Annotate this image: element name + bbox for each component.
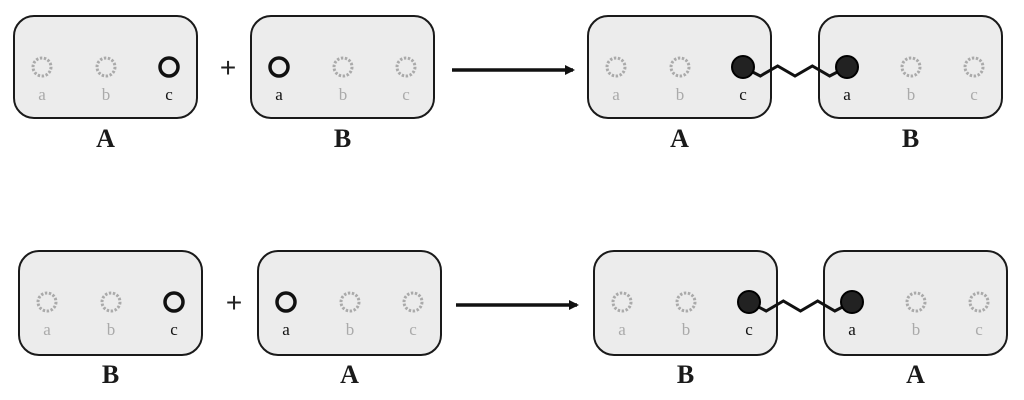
product-left-site-b-letter: b [682, 320, 691, 339]
product-right-site-b-letter: b [907, 85, 916, 104]
product-right-site-a-letter: a [848, 320, 856, 339]
reactant-right-site-a-active [268, 56, 290, 78]
reactant-left-site-a-letter: a [38, 85, 46, 104]
reactant-left-site-a-letter: a [43, 320, 51, 339]
reaction-row-2: Ba b c + Aa b cB Aa b c a b c [18, 250, 1008, 389]
reactant-right-site-b-letter: b [339, 85, 348, 104]
product-right-site-c-letter: c [970, 85, 978, 104]
reactant-right-site-b-inactive [332, 56, 354, 78]
reactant-right-box [250, 15, 435, 119]
product-right-site-c-inactive [963, 56, 985, 78]
reactant-left-label: A [96, 124, 115, 153]
product-right-box [818, 15, 1003, 119]
product-right-site-b-inactive [900, 56, 922, 78]
product-left-label: A [670, 124, 689, 153]
product-right-site-a-bonded [840, 290, 864, 314]
product-left-site-c-letter: c [745, 320, 753, 339]
product-left-site-a-letter: a [612, 85, 620, 104]
product-left-site-b-inactive [675, 291, 697, 313]
product-right-site-b-letter: b [912, 320, 921, 339]
reactant-left-site-c-letter: c [170, 320, 178, 339]
product-left-box [587, 15, 772, 119]
reactant-right-site-c-letter: c [402, 85, 410, 104]
bond-zigzag [742, 64, 848, 78]
product-right-site-a-letter: a [843, 85, 851, 104]
product-left-site-c-bonded [737, 290, 761, 314]
product-right-site-a-bonded [835, 55, 859, 79]
reactant-left-site-c-letter: c [165, 85, 173, 104]
product-left-site-a-inactive [605, 56, 627, 78]
product-right-site-b-inactive [905, 291, 927, 313]
reactant-right-site-b-letter: b [346, 320, 355, 339]
product-right-label: A [906, 360, 925, 389]
reactant-left-label: B [102, 360, 119, 389]
plus-sign: + [220, 52, 236, 83]
reactant-right-label: A [340, 360, 359, 389]
product-left-site-b-inactive [669, 56, 691, 78]
reactant-right-site-b-inactive [339, 291, 361, 313]
reactant-left-site-a-inactive [31, 56, 53, 78]
reactant-left-site-b-inactive [95, 56, 117, 78]
reactant-right-site-c-letter: c [409, 320, 417, 339]
product-left-site-a-inactive [611, 291, 633, 313]
reactant-right-site-a-active [275, 291, 297, 313]
reactant-right-label: B [334, 124, 351, 153]
product-left-site-c-bonded [731, 55, 755, 79]
reactant-left-site-b-letter: b [102, 85, 111, 104]
product-left-site-b-letter: b [676, 85, 685, 104]
plus-sign: + [226, 287, 242, 318]
product-left-site-c-letter: c [739, 85, 747, 104]
reaction-row-1: Aa b c + Ba b cA Ba b c a b c [13, 15, 1003, 153]
reactant-left-site-c-active [163, 291, 185, 313]
product-left-label: B [677, 360, 694, 389]
product-right-site-c-letter: c [975, 320, 983, 339]
product-left-site-a-letter: a [618, 320, 626, 339]
reactant-left-site-a-inactive [36, 291, 58, 313]
reactant-right-site-c-inactive [395, 56, 417, 78]
reactant-left-site-c-active [158, 56, 180, 78]
reactant-left-site-b-letter: b [107, 320, 116, 339]
bond-zigzag [748, 299, 853, 313]
reactant-right-site-a-letter: a [275, 85, 283, 104]
reactant-left-box [18, 250, 203, 356]
product-right-label: B [902, 124, 919, 153]
product-right-site-c-inactive [968, 291, 990, 313]
reactant-right-box [257, 250, 442, 356]
reactant-left-site-b-inactive [100, 291, 122, 313]
reactant-right-site-c-inactive [402, 291, 424, 313]
reactant-left-box [13, 15, 198, 119]
reactant-right-site-a-letter: a [282, 320, 290, 339]
